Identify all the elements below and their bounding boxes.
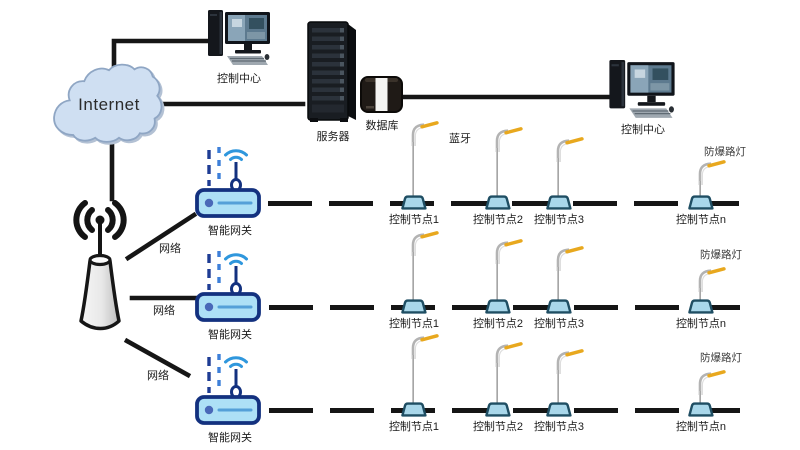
- lamp-controller-box: [401, 299, 427, 314]
- lamp-controller-box: [401, 195, 427, 210]
- database-label: 数据库: [365, 120, 399, 132]
- lamp-arm-icon: [411, 231, 439, 256]
- street-lamp-r2-n1: [401, 231, 439, 314]
- lamp-pole: [556, 370, 560, 404]
- street-lamp-r1-n2: [485, 127, 523, 210]
- lamp-type-label-row-1: 防爆路灯: [704, 146, 746, 158]
- top-control-center-label: 控制中心: [217, 73, 261, 85]
- lamp-type-label-row-3: 防爆路灯: [700, 352, 742, 364]
- lamp-pole: [495, 260, 499, 301]
- node-label-r3-1: 控制节点1: [388, 421, 440, 433]
- antenna-tower-icon: [73, 200, 127, 331]
- lamp-controller-box: [546, 299, 572, 314]
- lamp-arm-icon: [698, 267, 726, 292]
- lamp-pole: [556, 267, 560, 301]
- lamp-pole: [411, 355, 415, 404]
- server-rack-icon: [307, 21, 356, 122]
- gateway-label-2: 智能网关: [208, 329, 252, 341]
- lamp-pole: [698, 288, 702, 301]
- street-lamp-r3-n2: [485, 342, 523, 417]
- lamp-arm-icon: [411, 334, 439, 359]
- right-control-center-label: 控制中心: [621, 124, 665, 136]
- lamp-pole: [698, 181, 702, 197]
- line-cloud-to-top-control-center: [111, 38, 210, 77]
- lamp-controller-box: [485, 402, 511, 417]
- node-label-r1-3: 控制节点3: [533, 214, 585, 226]
- gateway-label-1: 智能网关: [208, 225, 252, 237]
- node-label-r2-n: 控制节点n: [675, 318, 727, 330]
- gateway-label-3: 智能网关: [208, 432, 252, 444]
- lamp-arm-icon: [556, 246, 584, 271]
- lamp-arm-icon: [495, 342, 523, 367]
- lamp-arm-icon: [495, 127, 523, 152]
- line-antenna-to-gateway-1: [124, 211, 198, 262]
- lamp-controller-box: [485, 299, 511, 314]
- lamp-controller-box: [688, 195, 714, 210]
- lamp-pole: [411, 252, 415, 301]
- street-lamp-r3-n1: [401, 334, 439, 417]
- node-label-r1-1: 控制节点1: [388, 214, 440, 226]
- database-icon: [360, 76, 403, 113]
- lamp-controller-box: [688, 299, 714, 314]
- network-link-label-2: 网络: [153, 305, 175, 317]
- lamp-controller-box: [546, 195, 572, 210]
- lamp-arm-icon: [698, 160, 726, 185]
- network-link-label-1: 网络: [159, 243, 181, 255]
- street-lamp-r1-n1: [401, 121, 439, 210]
- street-lamp-r2-n2: [485, 239, 523, 314]
- node-label-r3-n: 控制节点n: [675, 421, 727, 433]
- street-lamp-r3-nn: [688, 370, 726, 417]
- lamp-controller-box: [401, 402, 427, 417]
- lamp-pole: [495, 363, 499, 404]
- lamp-arm-icon: [698, 370, 726, 395]
- lamp-pole: [698, 391, 702, 404]
- node-label-r2-2: 控制节点2: [472, 318, 524, 330]
- control-center-computer-icon: [206, 10, 272, 68]
- internet-label: Internet: [78, 95, 140, 114]
- network-link-label-3: 网络: [147, 370, 169, 382]
- node-label-r3-2: 控制节点2: [472, 421, 524, 433]
- street-lamp-r1-nn: [688, 160, 726, 210]
- bluetooth-label: 蓝牙: [449, 133, 471, 145]
- lamp-controller-box: [546, 402, 572, 417]
- street-lamp-r1-n3: [546, 137, 584, 210]
- lamp-arm-icon: [556, 137, 584, 162]
- smart-gateway-icon-2: [195, 251, 261, 322]
- lamp-controller-box: [485, 195, 511, 210]
- street-lamp-r2-nn: [688, 267, 726, 314]
- node-label-r2-1: 控制节点1: [388, 318, 440, 330]
- street-lamp-r2-n3: [546, 246, 584, 314]
- lamp-pole: [411, 142, 415, 197]
- node-label-r2-3: 控制节点3: [533, 318, 585, 330]
- lamp-pole: [556, 158, 560, 197]
- lamp-pole: [495, 148, 499, 197]
- smart-gateway-icon-3: [195, 354, 261, 425]
- lamp-arm-icon: [556, 349, 584, 374]
- lamp-arm-icon: [495, 239, 523, 264]
- server-label: 服务器: [316, 131, 350, 143]
- lamp-controller-box: [688, 402, 714, 417]
- internet-cloud: [53, 63, 163, 143]
- node-label-r3-3: 控制节点3: [533, 421, 585, 433]
- lamp-arm-icon: [411, 121, 439, 146]
- street-lamp-r3-n3: [546, 349, 584, 417]
- node-label-r1-2: 控制节点2: [472, 214, 524, 226]
- lamp-type-label-row-2: 防爆路灯: [700, 249, 742, 261]
- line-antenna-to-gateway-3: [123, 337, 192, 379]
- control-center-computer-icon-right: [606, 60, 678, 121]
- node-label-r1-n: 控制节点n: [675, 214, 727, 226]
- smart-gateway-icon-1: [195, 147, 261, 218]
